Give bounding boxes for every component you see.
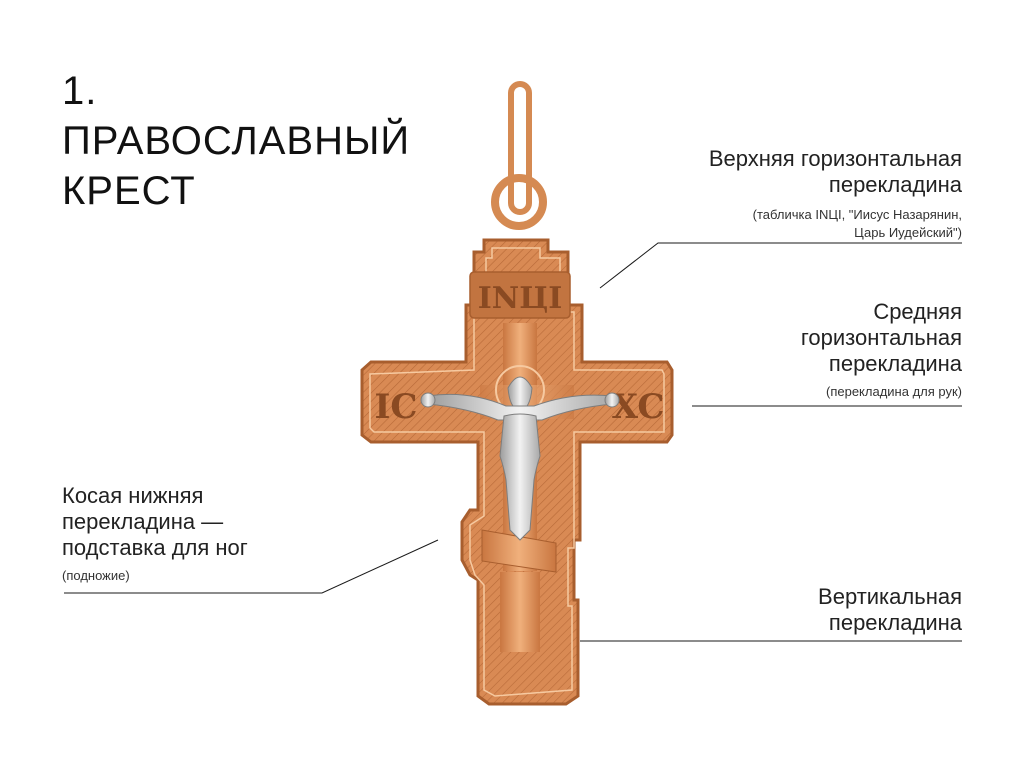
label-lower-note: (подножие)	[62, 568, 130, 583]
label-lower-main: Косая нижняя перекладина — подставка для…	[62, 483, 248, 560]
leader-lines	[64, 242, 962, 642]
leader-line-top	[599, 242, 962, 289]
label-top-note: (табличка INЦI, "Иисус Назарянин, Царь И…	[752, 207, 962, 240]
label-lower-crossbar: Косая нижняя перекладина — подставка для…	[62, 483, 322, 585]
inscription-top: INЦI	[478, 281, 562, 316]
label-top-crossbar: Верхняя горизонтальная перекладина (табл…	[632, 146, 962, 242]
label-vertical-main: Вертикальная перекладина	[818, 584, 962, 635]
title-line-2: КРЕСТ	[62, 169, 196, 213]
leader-line-lower	[64, 539, 439, 594]
pendant-bail	[491, 81, 547, 230]
crucifix-figure	[420, 365, 620, 541]
label-top-main: Верхняя горизонтальная перекладина	[708, 146, 962, 197]
label-middle-crossbar: Средняя горизонтальная перекладина (пере…	[662, 299, 962, 401]
inscription-left: IC	[375, 387, 418, 427]
title-number: 1.	[62, 69, 98, 113]
inscription-right: XC	[612, 387, 665, 427]
page-title: 1. ПРАВОСЛАВНЫЙ КРЕСТ	[62, 66, 410, 216]
title-line-1: ПРАВОСЛАВНЫЙ	[62, 119, 411, 163]
label-vertical-bar: Вертикальная перекладина	[702, 584, 962, 636]
label-middle-main: Средняя горизонтальная перекладина	[800, 299, 962, 376]
label-middle-note: (перекладина для рук)	[826, 384, 962, 399]
